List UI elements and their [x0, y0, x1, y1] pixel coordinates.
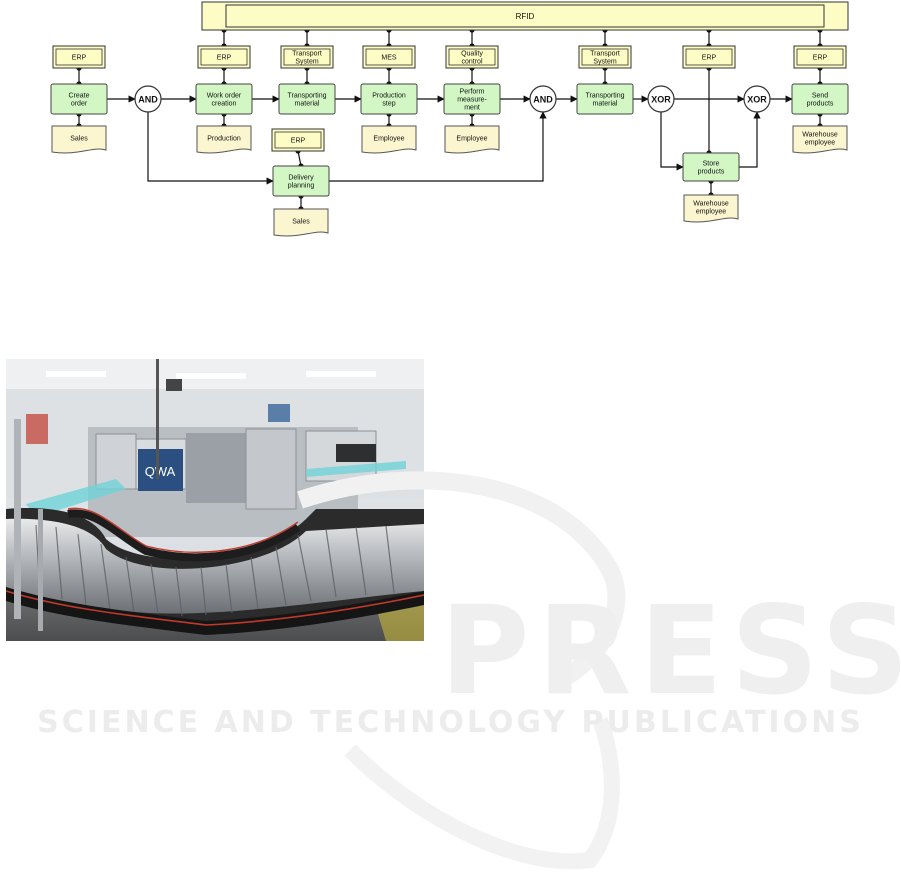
function-box-f1: [50, 83, 108, 115]
function-box-f6: [576, 83, 634, 115]
node-label-s1: ERP: [72, 54, 87, 61]
role-box-r1: [51, 125, 107, 154]
gateway-g3: [647, 85, 675, 113]
gateway-g4: [743, 85, 771, 113]
production-line-photo: QWA: [6, 359, 424, 641]
system-box-s5: [445, 45, 499, 69]
photo-sign-text: QWA: [145, 464, 176, 479]
gateway-label-g2: AND: [533, 95, 553, 105]
system-box-s9: [271, 128, 325, 152]
function-box-f4: [360, 83, 418, 115]
function-box-f7: [791, 83, 849, 115]
rfid-system-bar: RFID: [201, 1, 849, 31]
gateway-label-g3: XOR: [651, 95, 671, 105]
system-box-s6: [578, 45, 632, 69]
role-box-r5: [792, 125, 848, 154]
node-label-s4: MES: [381, 54, 397, 61]
role-box-r4: [444, 125, 500, 154]
role-box-r6: [273, 208, 329, 237]
function-box-f9: [682, 152, 740, 182]
conveyor-photo-illustration: QWA: [6, 359, 424, 641]
watermark-publisher-text: SCIENCE AND TECHNOLOGY PUBLICATIONS: [37, 705, 864, 740]
system-box-s2: [197, 45, 251, 69]
function-box-f5: [443, 83, 501, 115]
function-box-f8: [272, 165, 330, 197]
system-box-s7: [682, 45, 736, 69]
node-label-s7: ERP: [702, 54, 717, 61]
system-box-s4: [362, 45, 416, 69]
node-label-r4: Employee: [456, 135, 487, 142]
node-label-r2: Production: [207, 135, 241, 142]
function-box-f2: [195, 83, 253, 115]
node-label-r6: Sales: [292, 218, 310, 225]
node-label-s8: ERP: [813, 54, 828, 61]
watermark-press-text: PRESS: [440, 580, 901, 722]
node-label-s9: ERP: [291, 137, 306, 144]
role-box-r3: [361, 125, 417, 154]
node-label-r3: Employee: [373, 135, 404, 142]
system-box-s8: [793, 45, 847, 69]
role-box-r2: [196, 125, 252, 154]
gateway-label-g1: AND: [138, 95, 158, 105]
node-label-r1: Sales: [70, 135, 88, 142]
gateway-g2: [529, 85, 557, 113]
system-box-s3: [280, 45, 334, 69]
node-label-s2: ERP: [217, 54, 232, 61]
gateway-g1: [134, 85, 162, 113]
role-box-r7: [683, 194, 739, 223]
gateway-label-g4: XOR: [747, 95, 767, 105]
function-box-f3: [278, 83, 336, 115]
rfid-label: RFID: [516, 12, 535, 21]
system-box-s1: [52, 45, 106, 69]
